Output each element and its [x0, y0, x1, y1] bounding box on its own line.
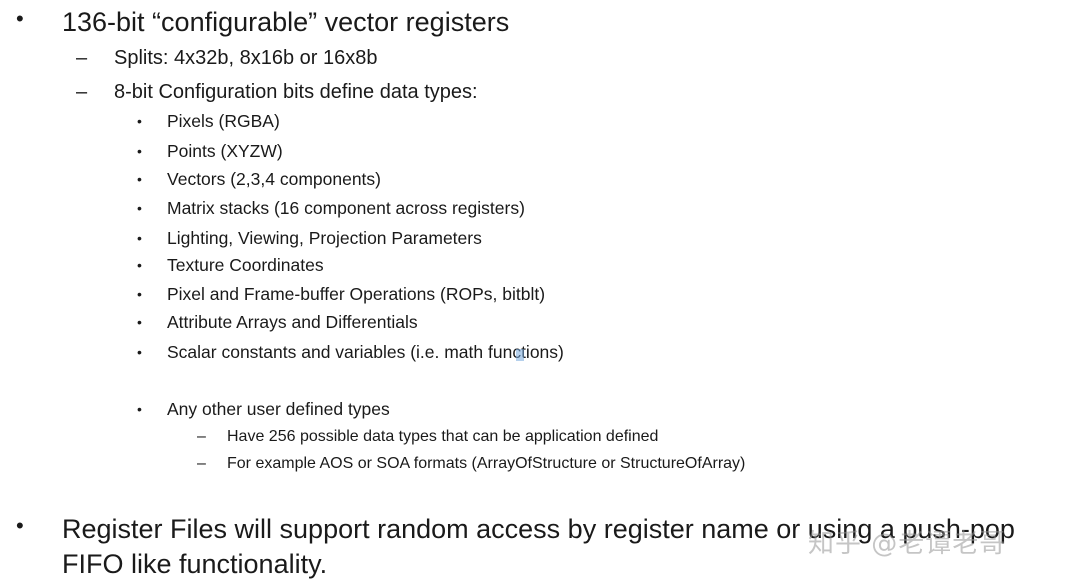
dash-marker: – — [76, 81, 88, 103]
sub-sub-item: Have 256 possible data types that can be… — [227, 428, 659, 445]
main-bullet-1: 136-bit “configurable” vector registers — [62, 7, 510, 37]
bullet-marker: • — [137, 344, 142, 360]
dash-marker: – — [76, 47, 88, 69]
watermark: 知乎 @老谭老哥 — [808, 529, 1007, 559]
list-item: Matrix stacks (16 component across regis… — [167, 198, 525, 218]
bullet-marker: • — [137, 230, 142, 246]
bullet-marker: • — [137, 171, 142, 187]
bullet-marker: • — [16, 513, 24, 538]
sub-bullet-config: 8-bit Configuration bits define data typ… — [114, 81, 478, 103]
main-bullet-2-line1: Register Files will support random acces… — [62, 514, 1015, 544]
sub-sub-item: For example AOS or SOA formats (ArrayOfS… — [227, 455, 746, 472]
list-item: Texture Coordinates — [167, 255, 324, 275]
bullet-marker: • — [137, 113, 142, 129]
bullet-marker: • — [137, 314, 142, 330]
list-item: Scalar constants and variables (i.e. mat… — [167, 342, 564, 362]
list-item: Pixel and Frame-buffer Operations (ROPs,… — [167, 284, 546, 304]
list-item: Attribute Arrays and Differentials — [167, 312, 418, 332]
text-cursor-highlight — [516, 349, 524, 361]
bullet-marker: • — [137, 143, 142, 159]
bullet-marker: • — [16, 6, 24, 31]
bullet-marker: • — [137, 257, 142, 273]
list-item: Any other user defined types — [167, 399, 390, 419]
bullet-marker: • — [137, 286, 142, 302]
list-item: Lighting, Viewing, Projection Parameters — [167, 228, 482, 248]
dash-marker: – — [197, 455, 206, 472]
list-item: Points (XYZW) — [167, 141, 283, 161]
list-item: Vectors (2,3,4 components) — [167, 169, 381, 189]
sub-bullet-splits: Splits: 4x32b, 8x16b or 16x8b — [114, 47, 378, 69]
bullet-marker: • — [137, 401, 142, 417]
dash-marker: – — [197, 428, 206, 445]
bullet-marker: • — [137, 200, 142, 216]
list-item: Pixels (RGBA) — [167, 111, 280, 131]
main-bullet-2-line2: FIFO like functionality. — [62, 549, 328, 579]
